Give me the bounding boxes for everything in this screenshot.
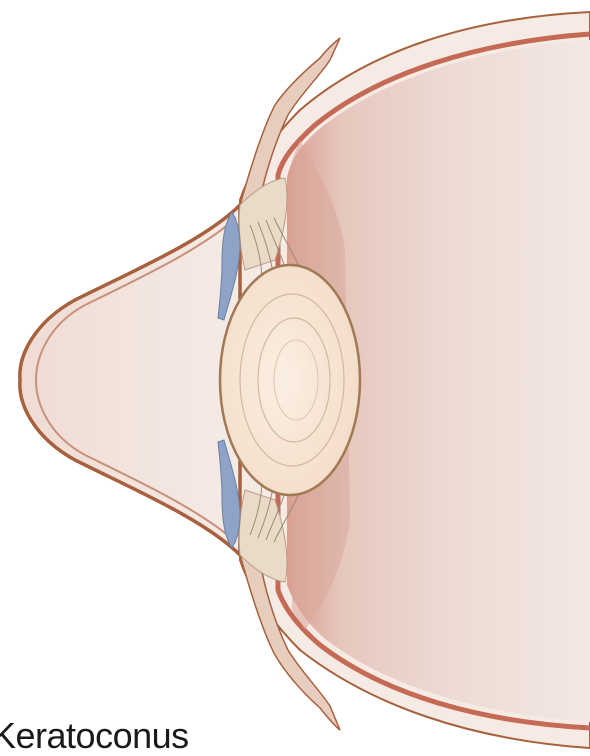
cornea (20, 205, 240, 555)
lens (220, 265, 360, 495)
diagram-caption: Keratoconus (0, 716, 189, 756)
